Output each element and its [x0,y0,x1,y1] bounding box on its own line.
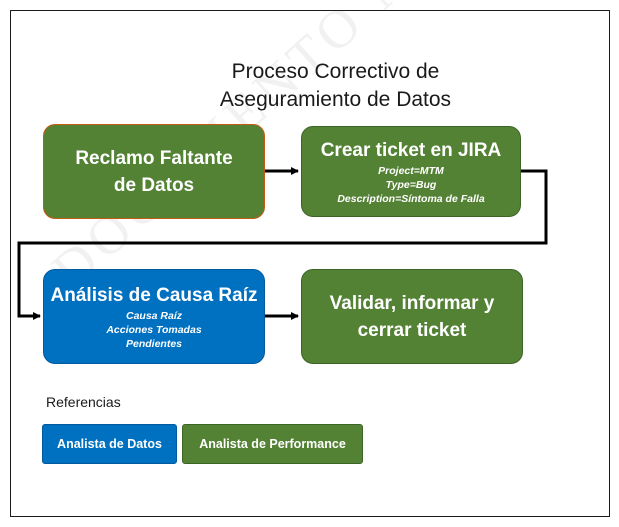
legend-analista-datos-label: Analista de Datos [57,437,162,451]
step-3-title: Análisis de Causa Raíz [50,284,258,306]
references-label: Referencias [46,394,121,410]
title-line-2: Aseguramiento de Datos [219,88,452,111]
legend-analista-performance-label: Analista de Performance [199,437,346,451]
arrow-step2-to-step3 [17,169,548,320]
step-1-title-line-1: Reclamo Faltante [75,147,233,169]
step-4-title-line-2: cerrar ticket [357,319,467,341]
step-3-detail-acciones: Acciones Tomadas [106,323,202,336]
step-4-title-line-1: Validar, informar y [329,292,495,314]
step-validar-cerrar-ticket: Validar, informar y cerrar ticket [301,269,523,364]
step-1-title-line-2: de Datos [113,174,195,196]
step-2-detail-project: Project=MTM [378,164,444,177]
step-3-detail-causa: Causa Raíz [125,309,183,322]
legend-analista-datos: Analista de Datos [42,424,177,464]
diagram-title: Proceso Correctivo de Aseguramiento de D… [0,58,619,114]
title-line-1: Proceso Correctivo de [231,60,440,83]
step-analisis-causa-raiz: Análisis de Causa Raíz Causa Raíz Accion… [43,269,265,364]
step-3-detail-pendientes: Pendientes [125,337,183,350]
step-2-detail-type: Type=Bug [385,178,437,191]
step-2-detail-description: Description=Síntoma de Falla [337,192,485,205]
step-reclamo-faltante: Reclamo Faltante de Datos [43,124,265,219]
step-crear-ticket-jira: Crear ticket en JIRA Project=MTM Type=Bu… [301,126,521,217]
step-2-title: Crear ticket en JIRA [320,139,502,161]
legend-analista-performance: Analista de Performance [182,424,363,464]
